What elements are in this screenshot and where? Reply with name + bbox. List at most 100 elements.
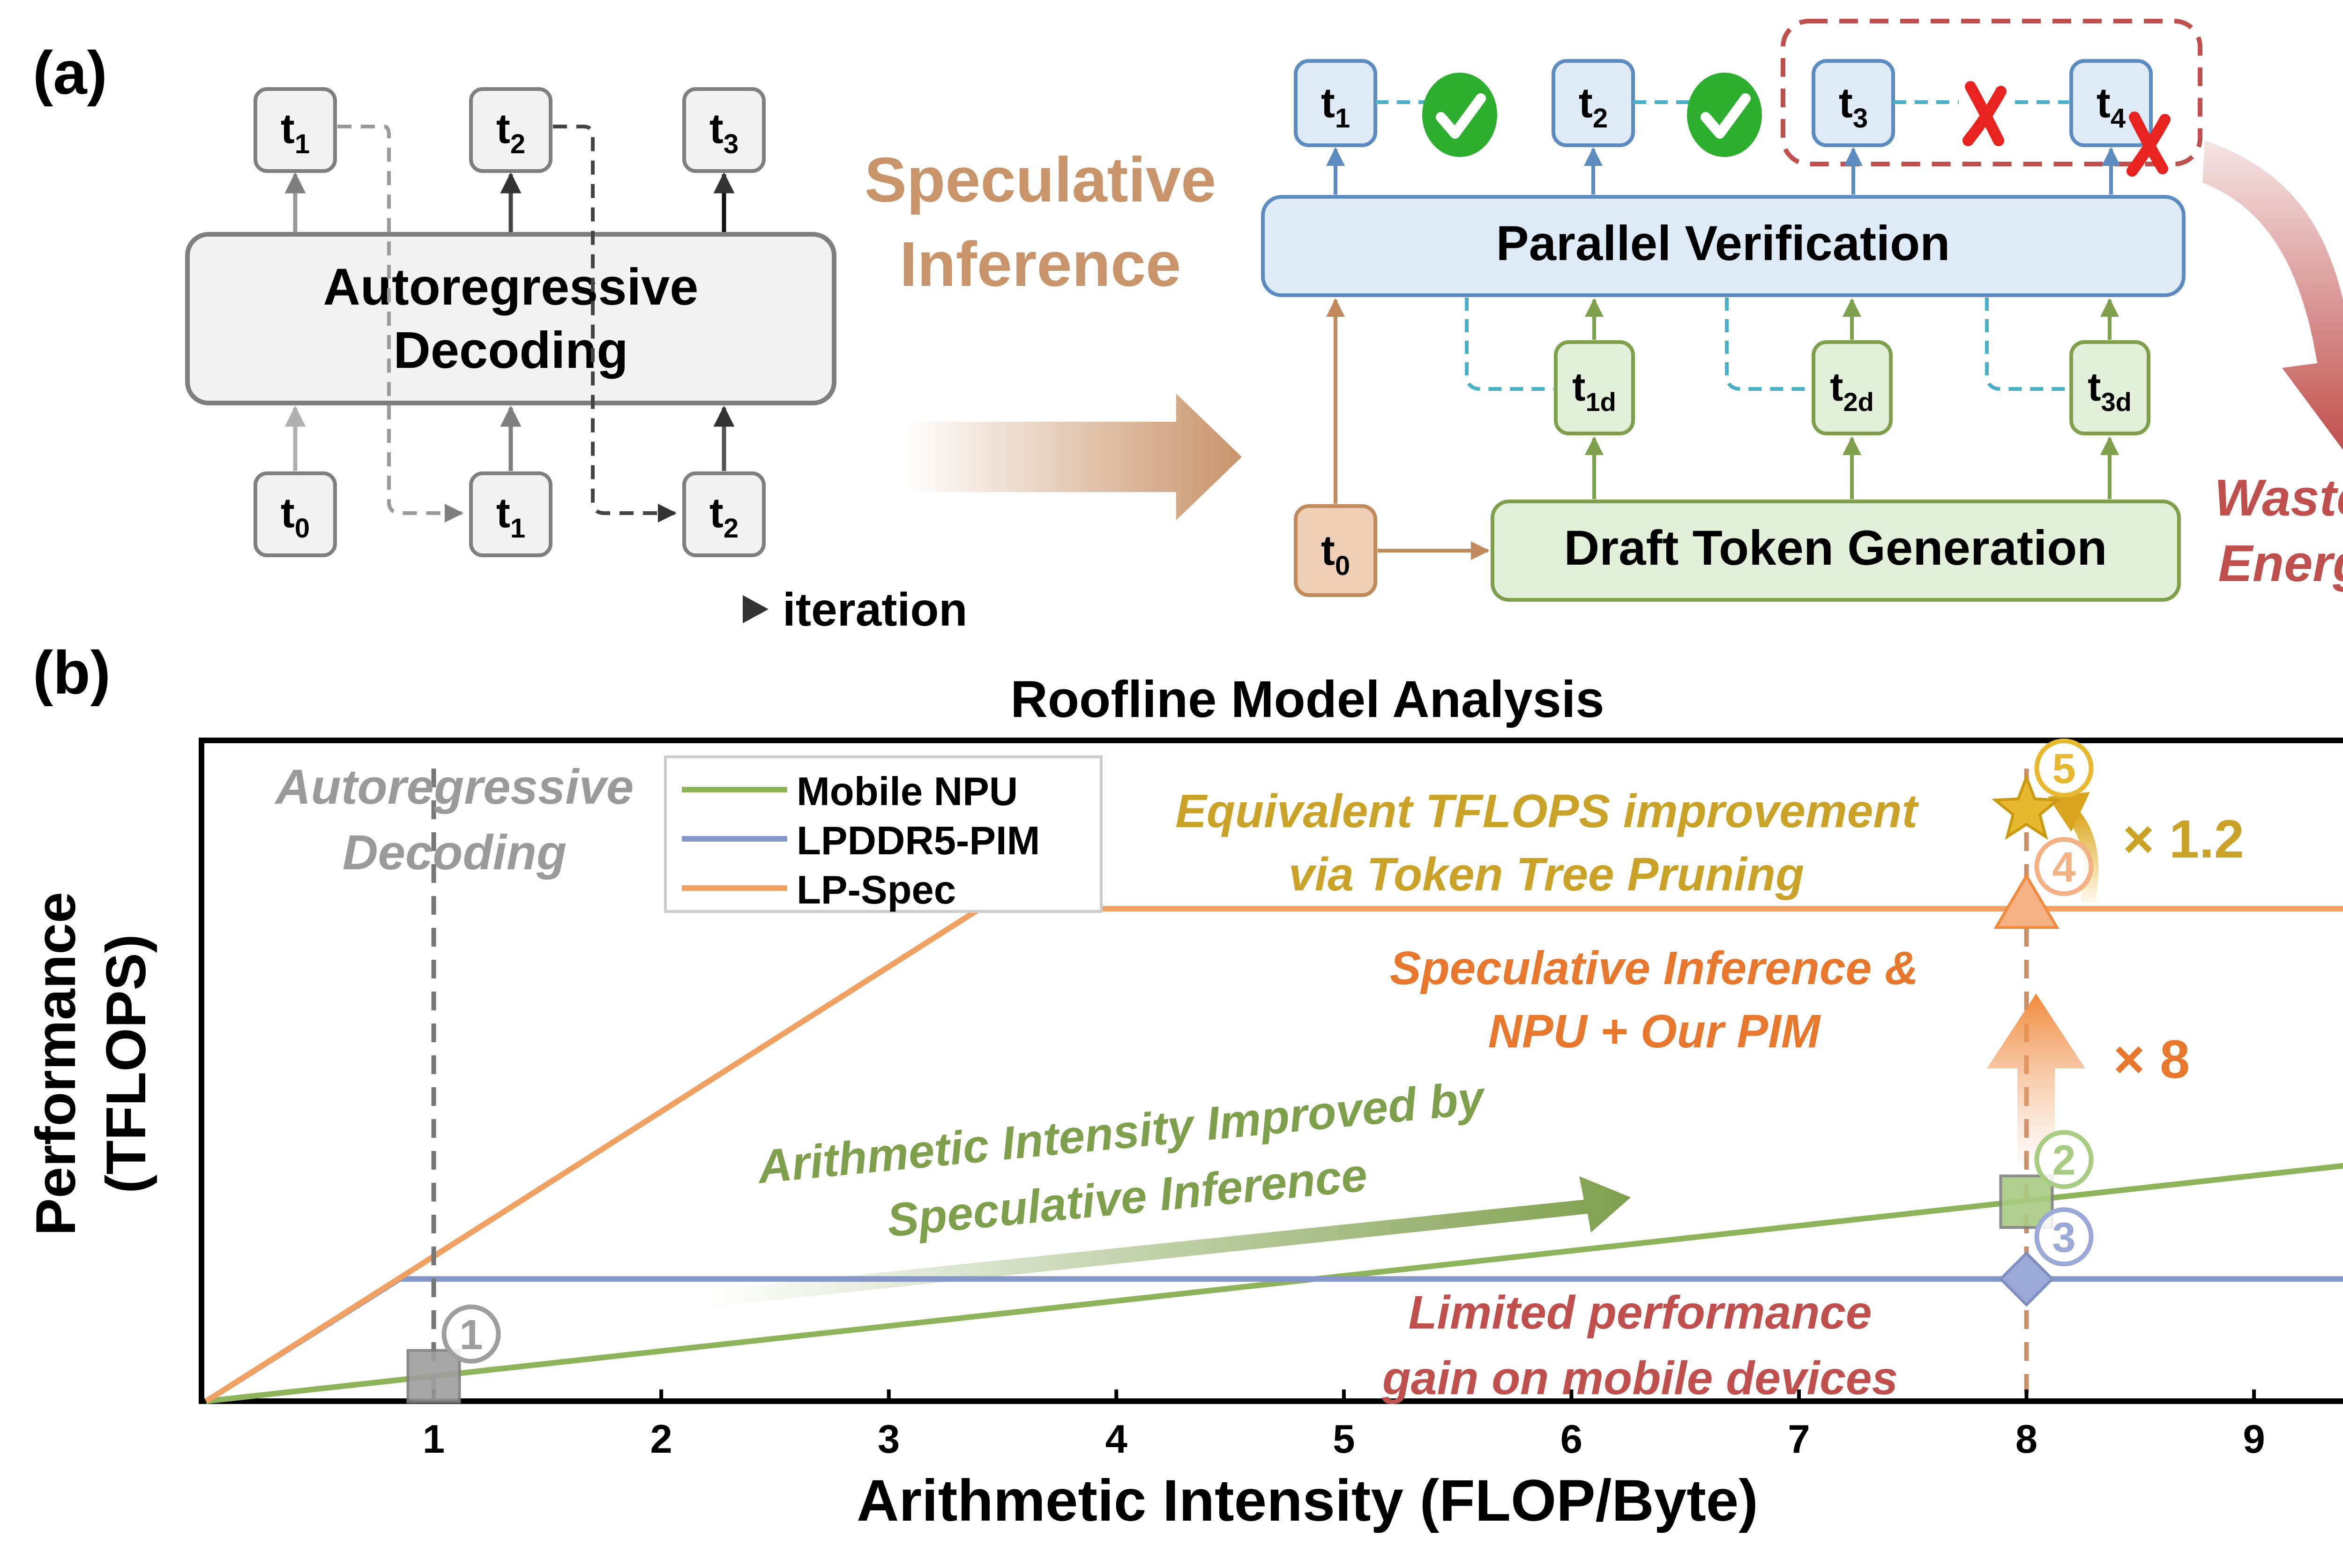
spec-input-token: t0: [1294, 504, 1377, 597]
ar-decoding-annotation-line1: Autoregressive: [274, 760, 634, 814]
draft-generation-box: [1491, 500, 2181, 602]
point-marker-label: 3: [2052, 1214, 2076, 1261]
point-marker-2: 2: [1999, 1130, 2094, 1229]
svg-text:t4: t4: [2097, 80, 2126, 134]
ar-decoding-annotation-line2: Decoding: [343, 825, 567, 880]
ar-output-token: t2: [469, 87, 552, 173]
x-tick-label: 8: [2015, 1417, 2037, 1462]
limited-annotation-line2: gain on mobile devices: [1382, 1352, 1898, 1404]
svg-text:t1: t1: [496, 490, 525, 544]
spec-pim-annotation-line2: NPU + Our PIM: [1488, 1005, 1821, 1058]
ar-output-token: t3: [682, 87, 766, 173]
ar-input-token: t1: [469, 471, 552, 557]
wasted-energy-line2: Energy: [2218, 535, 2343, 592]
svg-text:t2d: t2d: [1830, 365, 1874, 417]
svg-text:t2: t2: [1579, 80, 1608, 134]
autoregressive-box-line1: Autoregressive: [323, 258, 699, 316]
svg-text:t1: t1: [281, 105, 310, 159]
transition-arrow: [904, 394, 1242, 520]
y-axis-label: Performance (TFLOPS): [24, 892, 157, 1236]
spec-output-token: t1: [1294, 59, 1377, 147]
svg-text:t2: t2: [496, 105, 525, 159]
point-marker-label: 1: [460, 1312, 483, 1359]
ar-output-token: t1: [254, 87, 337, 173]
draft-link: [1725, 298, 1811, 391]
point-marker-4: 4: [1993, 837, 2094, 929]
ai-improvement-arrow: [703, 1176, 1631, 1307]
gain-1-2x-arrow: [2048, 792, 2099, 904]
y-axis-label-line2: (TFLOPS): [95, 934, 157, 1193]
parallel-verification-box: [1261, 195, 2186, 297]
legend-label: LP-Spec: [797, 868, 956, 912]
panel-b-label: (b): [33, 638, 111, 707]
marker-layer: 1 2 3 4 5: [406, 738, 2094, 1404]
check-accepted-icon: [1422, 73, 1497, 157]
svg-text:t3: t3: [709, 105, 739, 159]
x-tick-label: 5: [1333, 1417, 1355, 1462]
plot-frame: [199, 738, 2343, 1404]
legend-label: Mobile NPU: [797, 769, 1018, 814]
point-marker-label: 2: [2052, 1137, 2076, 1184]
reject-x-icon: [1962, 81, 2007, 146]
draft-link: [1465, 298, 1553, 391]
reject-x-icon: [2127, 112, 2171, 177]
svg-text:t0: t0: [281, 490, 310, 544]
x-tick-label: 1: [423, 1417, 445, 1462]
chart-title: Roofline Model Analysis: [1010, 671, 1604, 728]
x-tick-label: 7: [1788, 1417, 1810, 1462]
x-tick-label: 6: [1560, 1417, 1582, 1462]
y-axis-label-line1: Performance: [24, 892, 87, 1236]
spec-output-token: t2: [1552, 59, 1635, 147]
draft-token: t2d: [1812, 340, 1893, 435]
svg-text:t3: t3: [1839, 80, 1868, 134]
ar-input-token: t0: [254, 471, 337, 557]
draft-token: t3d: [2069, 340, 2150, 435]
ar-feedback-arrow: [553, 125, 677, 523]
speculative-label-line1: Speculative: [865, 144, 1216, 215]
wasted-energy-arrow: [2202, 141, 2343, 450]
rejected-tokens-group: [1781, 19, 2202, 166]
svg-text:t1: t1: [1321, 80, 1350, 134]
gain-8x-arrow: [1987, 993, 2085, 1162]
x-tick-label: 2: [650, 1417, 672, 1462]
draft-link: [1985, 298, 2069, 391]
svg-text:t1d: t1d: [1572, 365, 1616, 417]
svg-text:t2: t2: [709, 490, 739, 544]
spec-output-token: t4: [2069, 59, 2153, 147]
legend-label: LPDDR5-PIM: [797, 819, 1040, 863]
autoregressive-diagram: Autoregressive Decoding t1 t2 t3 t0 t1 t…: [185, 87, 967, 636]
tflops-annotation-line2: via Token Tree Pruning: [1289, 848, 1804, 901]
point-marker-label: 4: [2052, 844, 2076, 891]
speculative-diagram: Parallel Verification Draft Token Genera…: [1261, 19, 2343, 602]
draft-token: t1d: [1554, 340, 1635, 435]
x-tick-label: 9: [2243, 1417, 2265, 1462]
iteration-arrow-head: [743, 595, 769, 623]
speculative-label-line2: Inference: [900, 229, 1181, 299]
gain-8x-label: × 8: [2113, 1030, 2190, 1090]
panel-a-label: (a): [33, 38, 107, 107]
draft-generation-label: Draft Token Generation: [1564, 521, 2107, 575]
point-marker-label: 5: [2052, 746, 2076, 792]
point-marker-1: 1: [406, 1304, 501, 1404]
ar-input-token: t2: [682, 471, 766, 557]
spec-output-token: t3: [1812, 59, 1895, 147]
svg-text:t3d: t3d: [2088, 365, 2132, 417]
legend: Mobile NPU LPDDR5-PIM LP-Spec: [664, 755, 1103, 913]
x-axis-label: Arithmetic Intensity (FLOP/Byte): [857, 1468, 1758, 1533]
speculative-transition: Speculative Inference: [865, 144, 1242, 520]
limited-annotation-line1: Limited performance: [1408, 1286, 1872, 1339]
svg-text:t0: t0: [1321, 527, 1350, 581]
autoregressive-box-line2: Decoding: [393, 321, 628, 379]
parallel-verification-label: Parallel Verification: [1496, 216, 1950, 271]
tflops-annotation-line1: Equivalent TFLOPS improvement: [1175, 785, 1919, 837]
autoregressive-decoding-box: [185, 232, 836, 405]
gain-1-2x-label: × 1.2: [2123, 809, 2244, 869]
iteration-label: iteration: [783, 583, 967, 636]
point-marker-5: 5: [1992, 738, 2094, 840]
wasted-energy-line1: Wasted: [2214, 469, 2343, 527]
x-tick-label: 3: [878, 1417, 900, 1462]
check-accepted-icon: [1687, 73, 1762, 157]
